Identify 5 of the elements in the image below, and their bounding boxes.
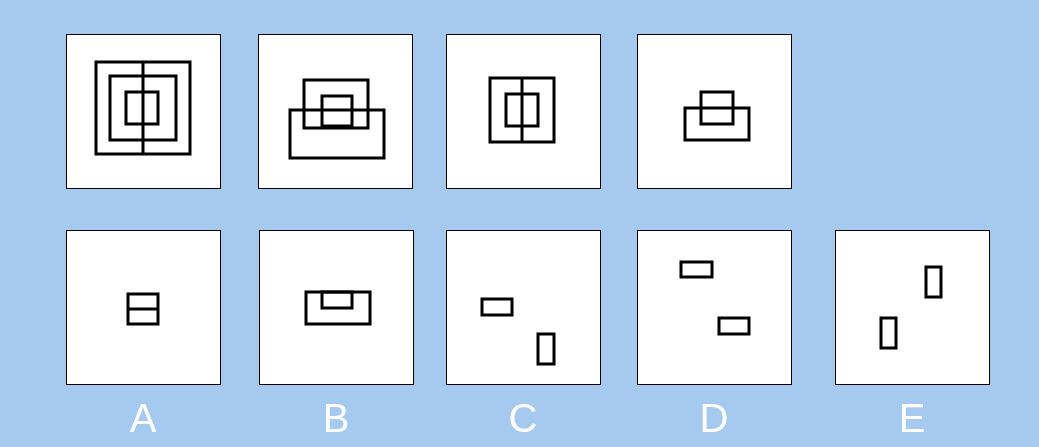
option-letter: B <box>321 396 351 440</box>
option-letter: E <box>897 396 927 440</box>
option-letter: D <box>698 396 730 440</box>
option-letter: C <box>507 396 539 440</box>
option-letter: A <box>128 396 158 440</box>
